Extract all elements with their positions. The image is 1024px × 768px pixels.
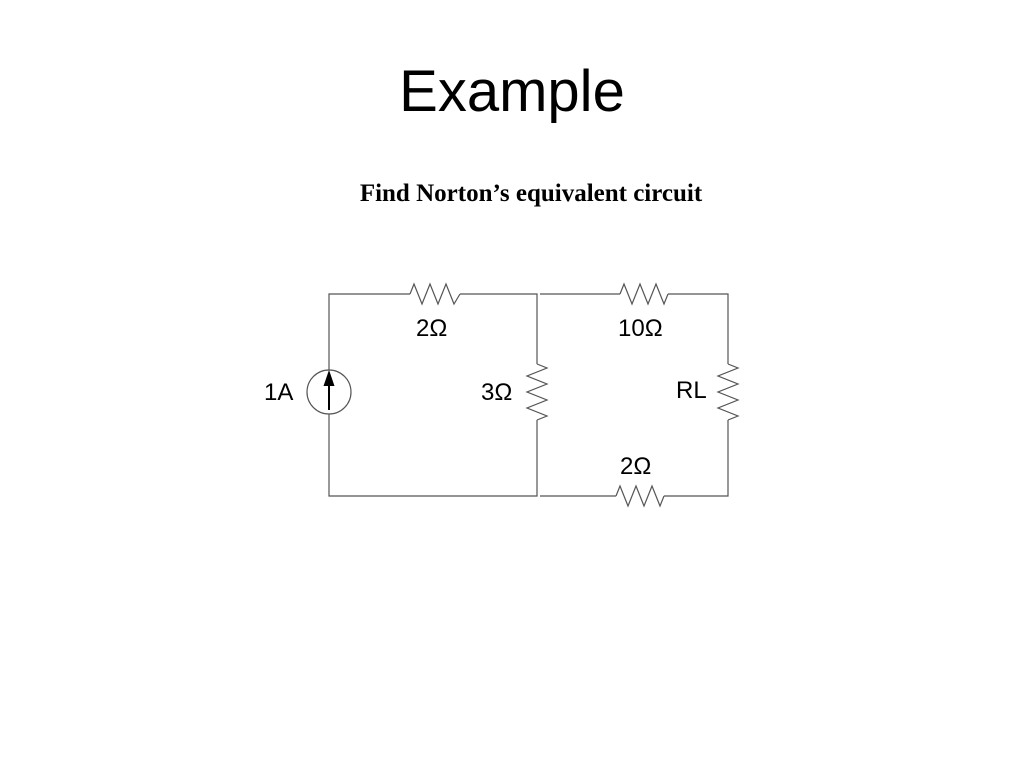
label-r-load: RL xyxy=(676,377,707,404)
label-r-middle: 3Ω xyxy=(481,379,512,406)
wire-left-loop xyxy=(328,293,538,497)
resistor-bottom-right xyxy=(615,484,665,508)
resistor-middle xyxy=(525,363,549,421)
current-source-arrow-icon xyxy=(323,370,335,386)
resistor-top-right xyxy=(619,282,669,306)
slide-title: Example xyxy=(399,59,625,124)
slide-subtitle: Find Norton’s equivalent circuit xyxy=(359,180,703,207)
label-r-top-right: 10Ω xyxy=(618,315,663,342)
current-source xyxy=(306,369,352,415)
resistor-top-left xyxy=(409,282,461,306)
label-r-bottom-right: 2Ω xyxy=(620,453,651,480)
label-source: 1A xyxy=(264,379,293,406)
resistor-load xyxy=(716,363,740,421)
label-r-top-left: 2Ω xyxy=(416,315,447,342)
wire-right-loop xyxy=(540,293,729,497)
